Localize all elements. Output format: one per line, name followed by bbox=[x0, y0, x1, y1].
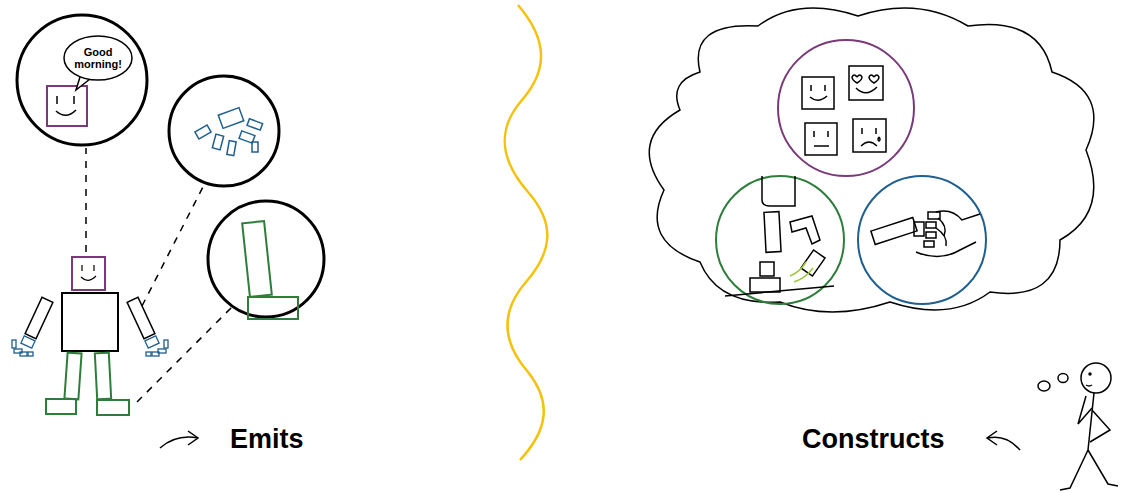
speech-bubble: Good morning! bbox=[63, 35, 133, 81]
leader-line bbox=[86, 148, 233, 402]
action-circle bbox=[716, 176, 844, 304]
curved-arrow bbox=[987, 431, 1020, 450]
stick-figure bbox=[1060, 363, 1118, 490]
kicking-leg bbox=[725, 176, 834, 296]
thought-dot bbox=[1058, 374, 1068, 383]
robot-leg-detail bbox=[242, 221, 298, 319]
thought-dot bbox=[1038, 381, 1050, 391]
side-label: Constructs bbox=[802, 424, 945, 455]
divider-wave bbox=[505, 5, 548, 460]
motion-lines bbox=[790, 262, 813, 282]
emotion-faces bbox=[802, 66, 886, 155]
robot bbox=[12, 257, 168, 415]
bubble-shape bbox=[64, 36, 132, 80]
scattered-hand-parts bbox=[195, 108, 263, 156]
detail-circle bbox=[17, 15, 147, 145]
thought-cloud bbox=[649, 8, 1094, 312]
detail-circle bbox=[208, 201, 324, 317]
emotion-circle bbox=[778, 40, 914, 176]
side-label: Emits bbox=[230, 424, 304, 455]
speech-text: Good morning! bbox=[69, 46, 127, 70]
touch-circle bbox=[858, 176, 986, 304]
curved-arrow bbox=[160, 431, 198, 448]
robot-face-small bbox=[47, 86, 87, 126]
handshake bbox=[871, 211, 980, 257]
detail-circle bbox=[169, 76, 279, 186]
